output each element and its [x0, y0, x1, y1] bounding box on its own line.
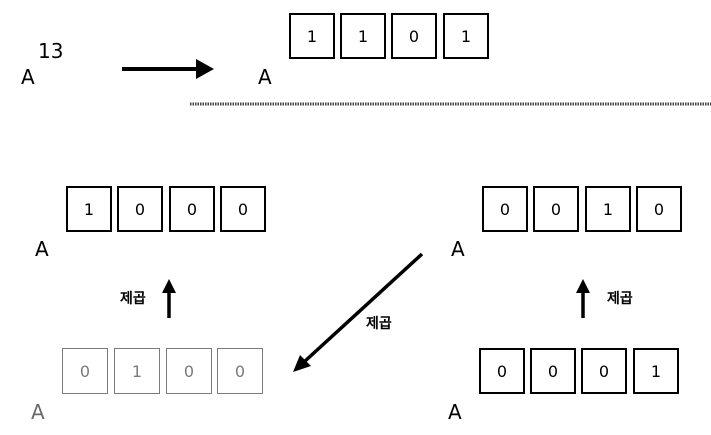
step2-bit-box: 0 [482, 186, 528, 232]
step4-base: A [35, 237, 49, 261]
step3-bit-box: 0 [166, 348, 212, 394]
top-base-a: A [21, 65, 35, 89]
label-square-right: 제곱 [607, 291, 633, 307]
top-bit-box: 1 [289, 13, 335, 59]
step3-bit-box: 0 [62, 348, 108, 394]
top-bit-box: 0 [391, 13, 437, 59]
top-exponent: 13 [38, 39, 64, 63]
arrow-left-up [162, 279, 176, 318]
step1-bit-box: 0 [581, 348, 627, 394]
step2-base: A [451, 237, 465, 261]
top-bit-box: 1 [443, 13, 489, 59]
top-bit-box: 1 [340, 13, 386, 59]
step1-base: A [448, 400, 462, 424]
step1-bit-box: 0 [479, 348, 525, 394]
label-square-left: 제곱 [120, 291, 146, 307]
step3-base: A [31, 400, 45, 424]
arrow-exponent-to-binary [122, 59, 214, 79]
step4-bit-box: 0 [117, 186, 163, 232]
step3-bit-box: 1 [114, 348, 160, 394]
step4-bit-box: 0 [220, 186, 266, 232]
step2-bit-box: 0 [636, 186, 682, 232]
step3-bit-box: 0 [217, 348, 263, 394]
step4-bit-box: 1 [66, 186, 112, 232]
step4-bit-box: 0 [169, 186, 215, 232]
arrow-right-up [576, 279, 590, 318]
step1-bit-box: 0 [530, 348, 576, 394]
top-result-base: A [258, 65, 272, 89]
step1-bit-box: 1 [633, 348, 679, 394]
label-square-diagonal: 제곱 [366, 316, 392, 332]
step2-bit-box: 0 [533, 186, 579, 232]
step2-bit-box: 1 [585, 186, 631, 232]
arrow-diagonal [293, 252, 424, 372]
